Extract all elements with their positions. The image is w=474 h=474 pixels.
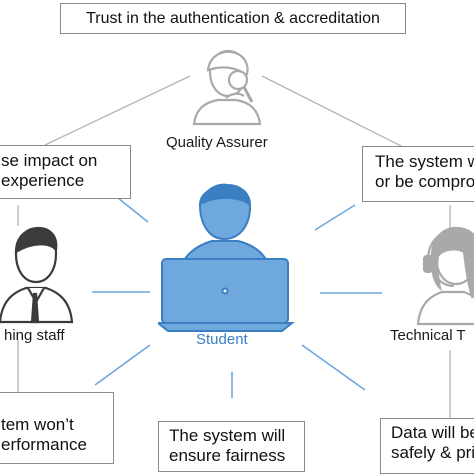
concern-text-line-1: tem won’t (1, 415, 74, 434)
stakeholder-label-teaching-staff: hing staff (4, 327, 65, 344)
concern-text-line-2: ensure fairness (169, 446, 286, 465)
stakeholder-label-student: Student (196, 331, 248, 348)
connector-lines (17, 75, 451, 418)
concern-text-line-1: The system will (169, 426, 286, 445)
ray-upper-right (314, 204, 356, 231)
student-with-laptop-icon (158, 183, 295, 332)
concern-text-line-1: The system w (375, 152, 474, 171)
concern-box-data-safety: Data will be safely & pri (380, 418, 474, 474)
concern-text: Trust in the authentication & accreditat… (86, 10, 380, 27)
concern-box-authentication-trust: Trust in the authentication & accreditat… (60, 3, 406, 34)
student-rays (92, 197, 382, 398)
concern-text-line-2: safely & pri (391, 443, 474, 462)
ray-upper-left (117, 197, 149, 223)
support-agent-headset-icon (416, 226, 474, 326)
person-with-magnifier-icon (192, 49, 262, 126)
concern-box-fairness: The system will ensure fairness (158, 421, 305, 472)
concern-box-experience-impact: se impact on experience (0, 145, 131, 199)
stakeholder-label-quality-assurer: Quality Assurer (166, 134, 268, 151)
concern-text-line-1: Data will be (391, 423, 474, 442)
connector-qa-right (261, 75, 406, 149)
concern-text-line-1: se impact on (1, 151, 98, 170)
concern-text-line-2: experience (1, 171, 85, 190)
concern-box-performance: tem won’t erformance (0, 392, 114, 464)
stakeholder-label-technical: Technical T (390, 327, 466, 344)
ray-lower-left (94, 344, 151, 386)
concern-box-system-compromise: The system w or be compro (362, 146, 474, 202)
ray-lower-right (301, 344, 366, 391)
connector-qa-left (44, 75, 191, 146)
concern-text-line-2: or be compro (375, 172, 474, 191)
concern-text-line-2: erformance (1, 435, 87, 454)
businessman-icon (0, 226, 74, 324)
